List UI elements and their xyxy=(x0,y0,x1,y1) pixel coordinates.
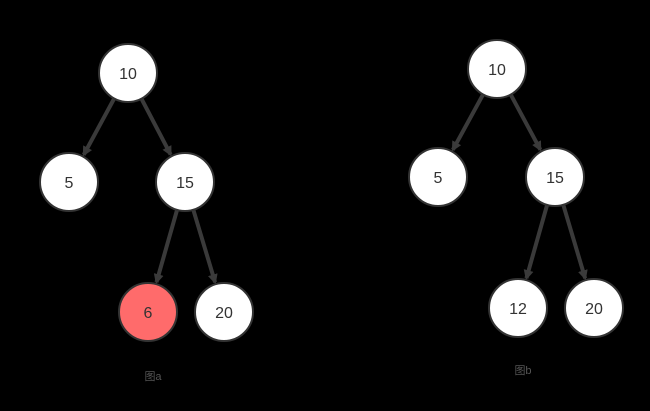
node-circle-b-10 xyxy=(467,39,527,99)
node-label-b-10: 10 xyxy=(488,62,506,79)
tree-node-b-15: 15 xyxy=(525,147,585,207)
node-label-a-20: 20 xyxy=(215,305,233,322)
edge-b-10-to-b-5 xyxy=(451,93,485,152)
tree-node-b-20: 20 xyxy=(564,278,624,338)
tree-node-a-15: 15 xyxy=(155,152,215,212)
node-label-b-15: 15 xyxy=(546,170,564,187)
node-circle-b-5 xyxy=(408,147,468,207)
edges-layer xyxy=(81,93,588,285)
caption-tree-b: 图b xyxy=(514,364,531,377)
edge-a-15-to-a-20 xyxy=(191,209,218,285)
nodes-layer: 10 5 15 6 20 10 5 15 12 20 xyxy=(39,39,624,342)
tree-node-b-10: 10 xyxy=(467,39,527,99)
node-circle-a-20 xyxy=(194,282,254,342)
tree-node-a-6: 6 xyxy=(118,282,178,342)
node-label-a-15: 15 xyxy=(176,175,194,192)
edge-a-10-to-a-15 xyxy=(139,97,173,157)
tree-node-a-20: 20 xyxy=(194,282,254,342)
node-label-b-20: 20 xyxy=(585,301,603,318)
caption-tree-a: 图a xyxy=(144,370,162,383)
edge-a-15-to-a-6 xyxy=(153,209,179,285)
tree-node-a-10: 10 xyxy=(98,43,158,103)
node-circle-b-15 xyxy=(525,147,585,207)
node-circle-a-10 xyxy=(98,43,158,103)
tree-node-b-12: 12 xyxy=(488,278,548,338)
node-label-b-5: 5 xyxy=(434,170,443,187)
node-label-b-12: 12 xyxy=(509,301,527,318)
node-circle-a-6 xyxy=(118,282,178,342)
node-label-a-5: 5 xyxy=(65,175,74,192)
node-label-a-6: 6 xyxy=(144,305,153,322)
node-circle-b-20 xyxy=(564,278,624,338)
tree-node-a-5: 5 xyxy=(39,152,99,212)
edge-b-15-to-b-20 xyxy=(561,204,588,281)
edge-b-15-to-b-12 xyxy=(523,204,550,281)
node-circle-a-5 xyxy=(39,152,99,212)
node-circle-a-15 xyxy=(155,152,215,212)
node-circle-b-12 xyxy=(488,278,548,338)
tree-node-b-5: 5 xyxy=(408,147,468,207)
node-label-a-10: 10 xyxy=(119,66,137,83)
edge-b-10-to-b-15 xyxy=(508,93,543,152)
edge-a-10-to-a-5 xyxy=(81,97,116,157)
